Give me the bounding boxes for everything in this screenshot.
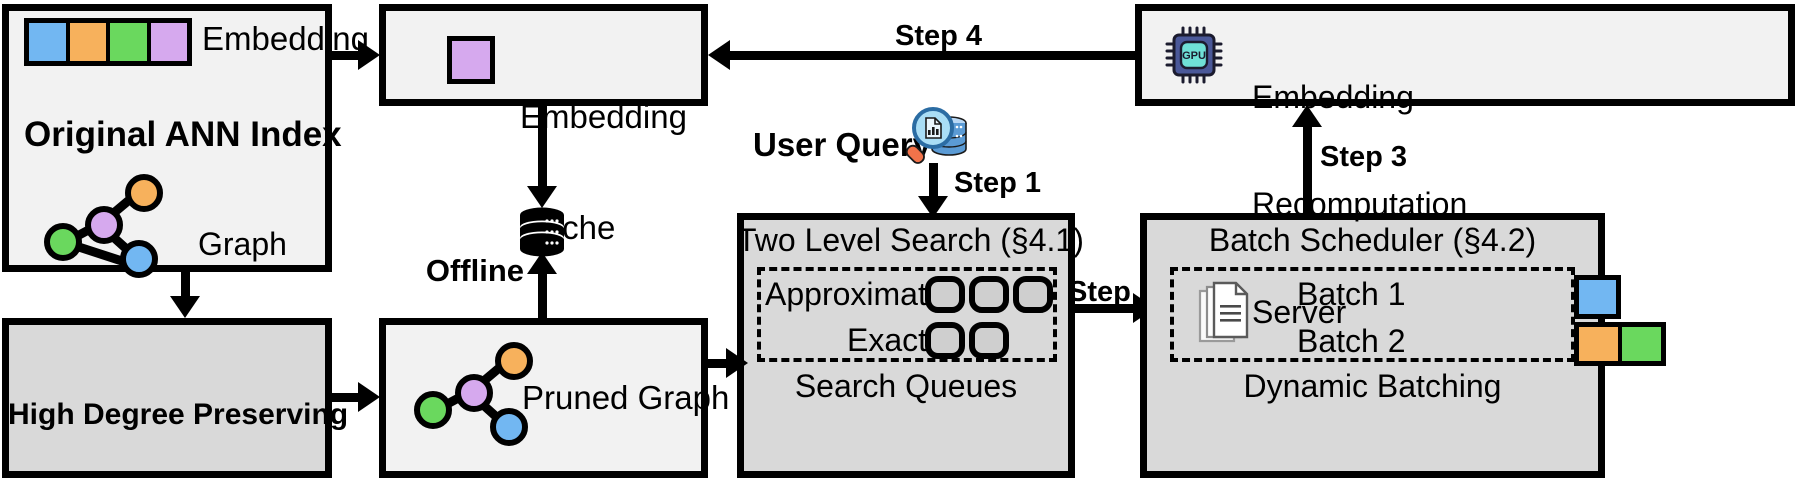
original-graph bbox=[40, 168, 170, 278]
query-magnifier-database-icon bbox=[905, 105, 969, 167]
graph-pruning-title: High Degree Preserving Graph Pruning (§5… bbox=[8, 331, 349, 481]
batch-scheduler-box bbox=[1140, 213, 1605, 478]
arrow-step2-line bbox=[1075, 304, 1145, 313]
arrow-index-to-pruning-line bbox=[181, 272, 190, 300]
arrow-step3-head bbox=[1292, 105, 1322, 127]
embedding-label: Embedding bbox=[202, 20, 369, 57]
pruned-graph-label: Pruned Graph bbox=[522, 379, 730, 416]
batch-scheduler-title: Batch Scheduler (§4.2) bbox=[1208, 222, 1537, 258]
offline-storage-line1: Offline bbox=[425, 253, 524, 289]
graph-label: Graph bbox=[198, 226, 287, 262]
arrow-step1-line bbox=[929, 163, 938, 203]
embedding-strip bbox=[24, 18, 192, 66]
embedding-cell-blue bbox=[29, 23, 66, 61]
embedding-cache-line1: Embedding bbox=[520, 97, 687, 135]
embedding-cell-orange bbox=[69, 23, 106, 61]
dynamic-batching-footer: Dynamic Batching bbox=[1243, 368, 1502, 404]
arrow-prunedgraph-to-storage-line bbox=[538, 270, 547, 322]
arrow-cache-to-storage-line bbox=[538, 106, 547, 192]
arrow-index-to-cache-line bbox=[332, 51, 362, 60]
batch2-chip-green bbox=[1622, 327, 1661, 361]
gpu-chip-icon: GPU bbox=[1163, 24, 1225, 86]
documents-stack-icon bbox=[1196, 281, 1250, 347]
dynamic-batching-dashbox bbox=[1170, 267, 1575, 362]
graph-node-blue bbox=[490, 408, 528, 446]
embedding-cache-chip bbox=[447, 36, 495, 84]
embedding-cache-box bbox=[379, 4, 708, 106]
queue-row-label-approximate: Approximate bbox=[765, 276, 945, 312]
arrow-index-to-pruning-head bbox=[170, 296, 200, 318]
queue-slot[interactable] bbox=[1013, 276, 1053, 313]
embedding-cell-green bbox=[110, 23, 147, 61]
arrow-cache-to-storage-head bbox=[527, 186, 557, 208]
graph-node-orange bbox=[495, 342, 533, 380]
graph-pruning-line1: High Degree Preserving bbox=[8, 398, 349, 432]
arrow-index-to-cache-head bbox=[358, 40, 380, 70]
graph-node-orange bbox=[125, 174, 163, 212]
arrow-step1-head bbox=[918, 196, 948, 218]
batch-row-label-1: Batch 1 bbox=[1297, 276, 1406, 312]
queue-slot[interactable] bbox=[925, 322, 965, 359]
queue-row-label-exact: Exact bbox=[847, 322, 928, 358]
step3-label: Step 3 bbox=[1320, 141, 1408, 173]
graph-node-green bbox=[44, 223, 82, 261]
arrow-prunedgraph-to-storage-head bbox=[527, 252, 557, 274]
queue-slot[interactable] bbox=[969, 322, 1009, 359]
batch-row-label-2: Batch 2 bbox=[1297, 323, 1406, 359]
graph-node-purple bbox=[455, 374, 493, 412]
arrow-prunedgraph-to-search-line bbox=[708, 359, 734, 368]
recomputation-server-title: Embedding Recomputation Server bbox=[1252, 8, 1467, 402]
batch2-chip-orange bbox=[1579, 327, 1618, 361]
arrow-pruning-to-prunedgraph-head bbox=[358, 382, 380, 412]
recomputation-server-line1: Embedding bbox=[1252, 78, 1414, 115]
search-queues-dashbox bbox=[757, 267, 1057, 362]
batch1-chip-blue bbox=[1574, 275, 1621, 319]
arrow-prunedgraph-to-search-head bbox=[726, 348, 748, 378]
recomputation-server-line2: Recomputation bbox=[1252, 186, 1468, 223]
arrow-step4-line bbox=[730, 51, 1140, 60]
two-level-search-box bbox=[737, 213, 1075, 478]
recomputation-server-box bbox=[1135, 4, 1795, 106]
arrow-pruning-to-prunedgraph-line bbox=[332, 393, 362, 402]
svg-text:GPU: GPU bbox=[1182, 50, 1206, 62]
graph-pruning-box bbox=[2, 318, 332, 478]
embedding-cell-purple bbox=[150, 23, 187, 61]
two-level-search-title: Two Level Search (§4.1) bbox=[737, 222, 1084, 258]
graph-node-green bbox=[414, 391, 452, 429]
step4-label: Step 4 bbox=[895, 20, 983, 52]
arrow-step4-head bbox=[708, 40, 730, 70]
batch2-chip-strip bbox=[1574, 322, 1666, 366]
search-queues-footer: Search Queues bbox=[794, 368, 1018, 404]
arrow-step3-line bbox=[1303, 125, 1312, 215]
graph-node-blue bbox=[120, 240, 158, 278]
pruned-graph-graphic bbox=[410, 336, 540, 446]
queue-slot[interactable] bbox=[925, 276, 965, 313]
database-cylinder-icon bbox=[519, 207, 565, 257]
recomputation-server-line3: Server bbox=[1252, 293, 1347, 330]
graph-node-purple bbox=[85, 206, 123, 244]
queue-slot[interactable] bbox=[969, 276, 1009, 313]
original-ann-index-title: Original ANN Index bbox=[24, 115, 342, 154]
step1-label: Step 1 bbox=[954, 167, 1042, 199]
